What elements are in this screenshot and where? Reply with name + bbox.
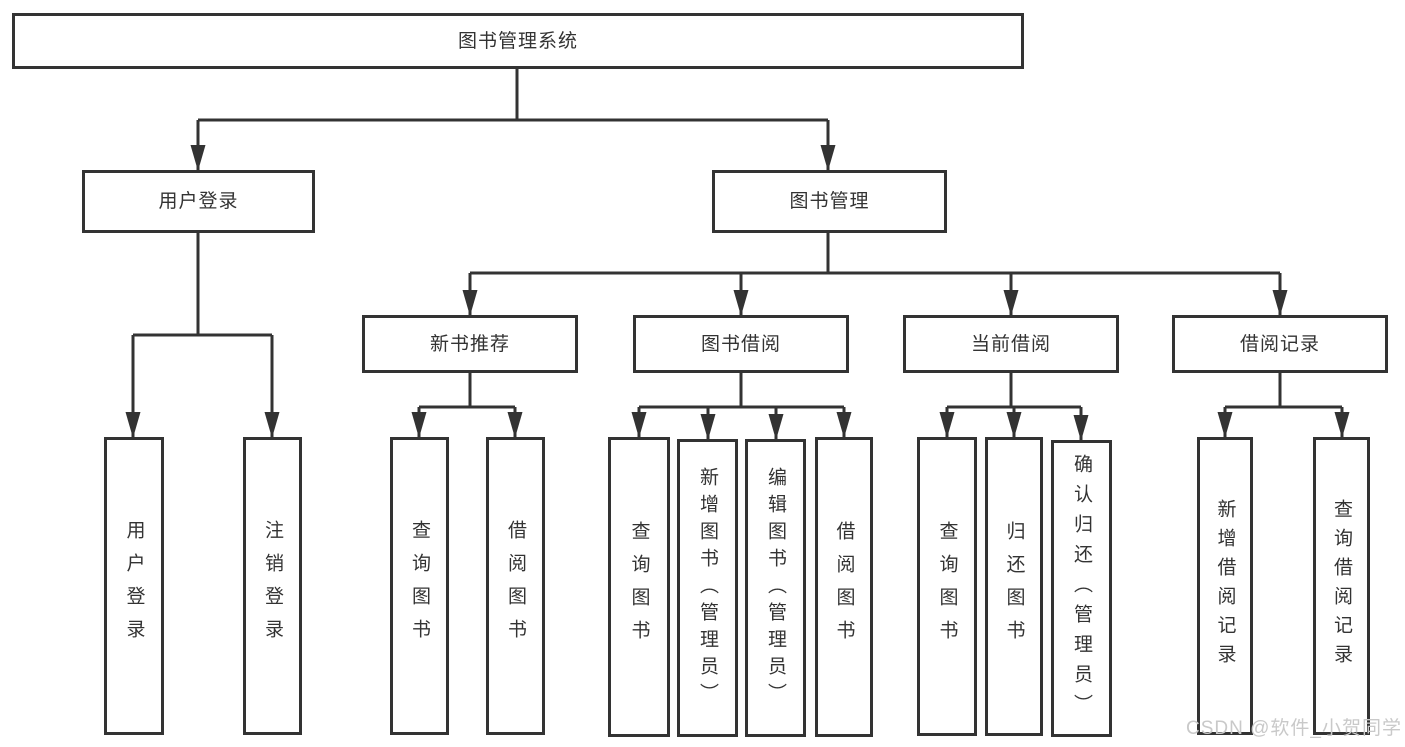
leaf-return-book-label: 归还图书 bbox=[1003, 520, 1025, 653]
leaf-confirm-return-admin-label: 确认归还（管理员） bbox=[1071, 453, 1092, 724]
node-current-borrow: 当前借阅 bbox=[903, 315, 1119, 373]
connector-user-login-branch bbox=[125, 233, 280, 438]
leaf-borrow-books-recommend: 借阅图书 bbox=[486, 437, 545, 735]
node-book-borrow-label: 图书借阅 bbox=[700, 333, 781, 355]
node-book-management: 图书管理 bbox=[712, 170, 947, 233]
leaf-query-books-borrow-label: 查询图书 bbox=[628, 521, 650, 653]
leaf-query-books-borrow: 查询图书 bbox=[608, 437, 670, 737]
leaf-borrow-books-recommend-label: 借阅图书 bbox=[505, 520, 526, 652]
connector-borrow-records-branch bbox=[1217, 373, 1350, 438]
connector-new-book-branch bbox=[411, 373, 523, 438]
leaf-return-book: 归还图书 bbox=[985, 437, 1043, 736]
connector-book-borrow-branch bbox=[631, 373, 852, 440]
node-user-login: 用户登录 bbox=[82, 170, 315, 233]
node-user-login-label: 用户登录 bbox=[158, 191, 239, 212]
leaf-query-borrow-record: 查询借阅记录 bbox=[1313, 437, 1370, 735]
connector-current-borrow-branch bbox=[939, 373, 1089, 441]
connector-book-management-branch bbox=[462, 233, 1288, 316]
leaf-query-books-current-label: 查询图书 bbox=[936, 520, 958, 653]
node-current-borrow-label: 当前借阅 bbox=[970, 333, 1051, 355]
leaf-add-book-admin-label: 新增图书（管理员） bbox=[697, 466, 718, 710]
leaf-user-login-label: 用户登录 bbox=[123, 520, 145, 652]
leaf-borrow-books-borrow: 借阅图书 bbox=[815, 437, 873, 737]
node-root: 图书管理系统 bbox=[12, 13, 1024, 69]
leaf-logout: 注销登录 bbox=[243, 437, 302, 735]
node-book-borrow: 图书借阅 bbox=[633, 315, 849, 373]
leaf-logout-label: 注销登录 bbox=[262, 520, 283, 652]
node-borrow-records-label: 借阅记录 bbox=[1239, 333, 1320, 355]
node-root-label: 图书管理系统 bbox=[457, 30, 578, 52]
leaf-add-borrow-record: 新增借阅记录 bbox=[1197, 437, 1253, 735]
leaf-add-book-admin: 新增图书（管理员） bbox=[677, 439, 738, 737]
leaf-borrow-books-borrow-label: 借阅图书 bbox=[833, 521, 855, 653]
leaf-query-books-recommend-label: 查询图书 bbox=[409, 520, 430, 652]
leaf-query-borrow-record-label: 查询借阅记录 bbox=[1331, 499, 1352, 673]
node-new-book-recommend-label: 新书推荐 bbox=[429, 333, 510, 355]
leaf-query-books-recommend: 查询图书 bbox=[390, 437, 449, 735]
leaf-edit-book-admin: 编辑图书（管理员） bbox=[745, 439, 806, 737]
node-book-management-label: 图书管理 bbox=[789, 191, 870, 212]
connector-root-to-level2 bbox=[190, 69, 836, 171]
leaf-edit-book-admin-label: 编辑图书（管理员） bbox=[765, 466, 786, 710]
leaf-confirm-return-admin: 确认归还（管理员） bbox=[1051, 440, 1112, 737]
node-new-book-recommend: 新书推荐 bbox=[362, 315, 578, 373]
leaf-query-books-current: 查询图书 bbox=[917, 437, 977, 736]
node-borrow-records: 借阅记录 bbox=[1172, 315, 1388, 373]
leaf-user-login: 用户登录 bbox=[104, 437, 164, 735]
leaf-add-borrow-record-label: 新增借阅记录 bbox=[1214, 499, 1236, 673]
